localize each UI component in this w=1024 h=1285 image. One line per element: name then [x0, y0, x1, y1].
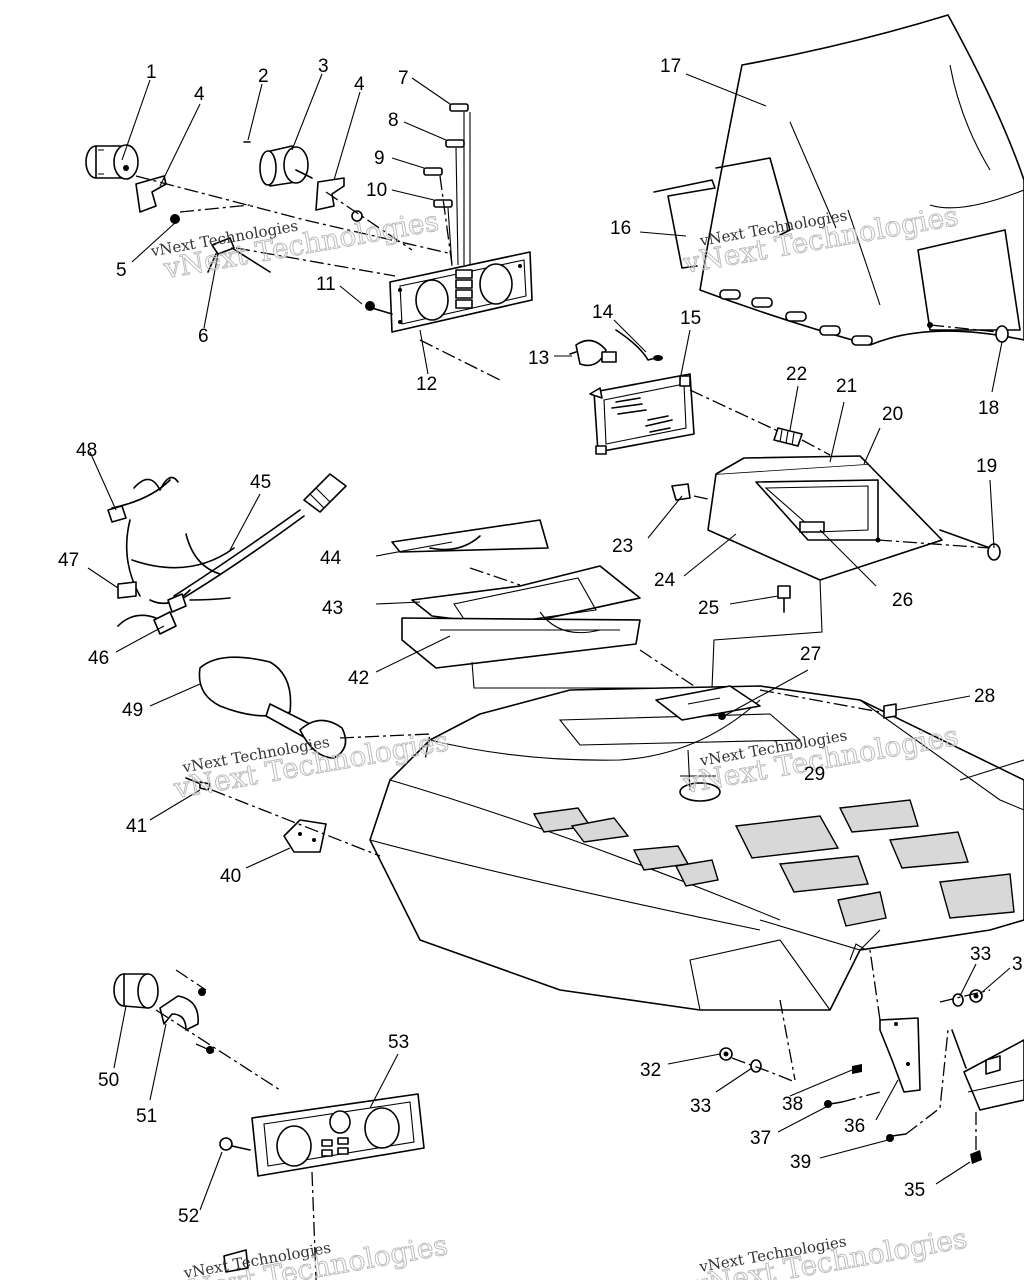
- housing-screw: [777, 585, 791, 613]
- part-label: 24: [654, 570, 676, 591]
- part-label: 25: [698, 598, 719, 619]
- part-label: 14: [592, 302, 614, 323]
- part-label: 11: [316, 274, 336, 295]
- part-label: 19: [976, 456, 997, 477]
- part-label: 28: [974, 686, 995, 707]
- hood-pad-top: [391, 519, 549, 553]
- gauge-clamp: [207, 237, 271, 273]
- instrument-panel-top: [389, 251, 533, 333]
- mount-screw-38: [852, 1064, 862, 1074]
- part-label: 22: [786, 364, 807, 385]
- part-label: 10: [366, 180, 387, 201]
- lower-panel-screw: [219, 1137, 251, 1151]
- part-label: 16: [610, 218, 631, 239]
- part-label: 21: [836, 376, 857, 397]
- mount-screw-37: [824, 1100, 843, 1108]
- part-label: 48: [76, 440, 97, 461]
- part-label: 46: [88, 648, 109, 669]
- part-label: 26: [892, 590, 913, 611]
- hood: [369, 685, 1024, 1011]
- part-label: 42: [348, 668, 369, 689]
- part-label: 9: [374, 148, 385, 169]
- nut-31: [969, 989, 983, 1003]
- headlight-assembly: [589, 373, 695, 455]
- mount-screw-39: [886, 1133, 907, 1142]
- panel-screw: [365, 301, 393, 315]
- mounting-bracket: [879, 1017, 921, 1093]
- instrument-panel-lower: [251, 1093, 425, 1177]
- part-label: 37: [750, 1128, 771, 1149]
- part-label: 18: [978, 398, 999, 419]
- part-label: 33: [690, 1096, 711, 1117]
- part-label: 23: [612, 536, 633, 557]
- part-label: 53: [388, 1032, 409, 1053]
- part-label: 13: [528, 348, 549, 369]
- part-labels: 1 2 3 4 4 5 6 7 8 9 10 11 12 13 14 15 16…: [58, 56, 1024, 1227]
- part-label: 51: [136, 1106, 157, 1127]
- mirror: [198, 656, 347, 759]
- bracket-pin: [185, 777, 211, 791]
- washer-33-right: [952, 993, 964, 1007]
- part-label: 12: [416, 374, 437, 395]
- part-label: 17: [660, 56, 681, 77]
- hood-screw: [883, 703, 897, 719]
- part-label: 5: [116, 260, 127, 281]
- headlight-housing: [707, 455, 943, 581]
- speedometer-gauge: [85, 144, 139, 180]
- side-bracket: [283, 819, 327, 853]
- part-label: 45: [250, 472, 271, 493]
- part-label: 39: [790, 1152, 811, 1173]
- housing-clip: [671, 483, 691, 501]
- part-label: 47: [58, 550, 79, 571]
- part-label: 40: [220, 866, 241, 887]
- indicator-lights: [423, 103, 471, 267]
- part-label: 31: [1012, 954, 1024, 975]
- part-label: 36: [844, 1116, 865, 1137]
- part-label: 52: [178, 1206, 199, 1227]
- part-label: 49: [122, 700, 143, 721]
- headlight-socket: [615, 329, 663, 361]
- tachometer-gauge: [259, 145, 313, 187]
- part-label: 3: [318, 56, 329, 77]
- part-label: 1: [146, 62, 157, 83]
- part-label: 35: [904, 1180, 925, 1201]
- part-label: 2: [258, 66, 269, 87]
- part-label: 7: [398, 68, 409, 89]
- windshield: [653, 14, 1024, 346]
- nut-32: [719, 1047, 733, 1061]
- gauge-nut-left: [170, 214, 180, 224]
- part-label: 4: [354, 74, 365, 95]
- headlight-spring: [773, 427, 831, 456]
- leader-lines: [87, 73, 1011, 1211]
- washer-33: [750, 1059, 762, 1073]
- part-label: 4: [194, 84, 205, 105]
- part-label: 38: [782, 1094, 803, 1115]
- part-label: 41: [126, 816, 147, 837]
- part-label: 32: [640, 1060, 661, 1081]
- headlight-bulb: [569, 339, 617, 367]
- hinge-assembly: [951, 1029, 1024, 1111]
- gauge-bracket-left: [135, 175, 167, 213]
- part-label: 29: [804, 764, 825, 785]
- wiring-harness: [107, 473, 347, 635]
- part-label: 6: [198, 326, 209, 347]
- lower-gauge-nuts: [198, 988, 214, 1054]
- part-label: 44: [320, 548, 342, 569]
- hood-pad-bottom: [401, 611, 641, 669]
- part-label: 43: [322, 598, 343, 619]
- part-label: 50: [98, 1070, 119, 1091]
- lower-gauge: [113, 973, 159, 1009]
- housing-bolt: [939, 529, 1001, 561]
- part-label: 15: [680, 308, 701, 329]
- part-label: 20: [882, 404, 903, 425]
- lower-switches: [223, 1249, 249, 1273]
- part-label: 8: [388, 110, 399, 131]
- hinge-screw: [970, 1112, 982, 1164]
- hood-vents: [532, 799, 1015, 927]
- part-label: 33: [970, 944, 991, 965]
- part-label: 27: [800, 644, 821, 665]
